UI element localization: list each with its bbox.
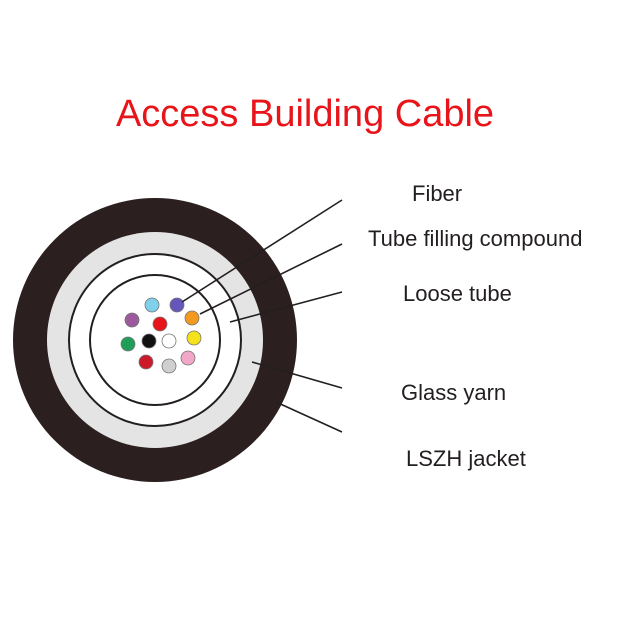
fiber-purple	[124, 312, 140, 328]
leader-lines	[181, 199, 343, 433]
label-glass-yarn: Glass yarn	[401, 380, 506, 405]
fiber-dark-red	[138, 354, 154, 370]
label-lszh-jacket: LSZH jacket	[406, 446, 526, 471]
fiber-white	[161, 333, 177, 349]
fiber-green	[120, 336, 136, 352]
label-fiber: Fiber	[412, 181, 462, 206]
leader-line-filling	[199, 243, 343, 315]
leader-line-fiber	[181, 199, 343, 303]
fiber-bundle	[120, 297, 202, 374]
fiber-pink	[180, 350, 196, 366]
fiber-gray	[161, 358, 177, 374]
fiber-red	[152, 316, 168, 332]
fiber-black	[141, 333, 157, 349]
fiber-orange	[184, 310, 200, 326]
fiber-light-blue	[144, 297, 160, 313]
label-loose-tube: Loose tube	[403, 281, 512, 306]
fiber-yellow	[186, 330, 202, 346]
diagram-title: Access Building Cable	[116, 93, 494, 135]
leader-line-glass-yarn	[251, 361, 343, 389]
fiber-violet	[169, 297, 185, 313]
leader-line-jacket	[275, 401, 343, 433]
leader-line-loose-tube	[229, 291, 343, 323]
label-tube-filling-compound: Tube filling compound	[368, 226, 582, 251]
